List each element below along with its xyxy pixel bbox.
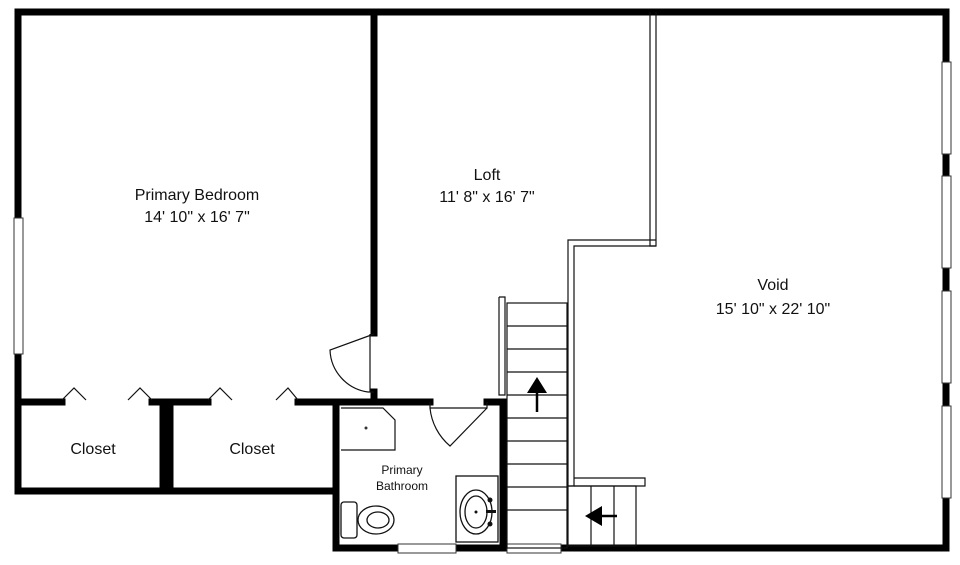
door-bathroom (429, 402, 488, 447)
stair-run-outline (506, 302, 568, 549)
arrow-up-icon (527, 377, 547, 412)
room-dims-primary-bedroom: 14' 10" x 16' 7" (144, 209, 250, 226)
sink-icon (455, 475, 499, 543)
room-name-loft: Loft (474, 167, 501, 184)
room-name-primary-bedroom: Primary Bedroom (135, 187, 259, 204)
staircase (506, 302, 637, 549)
room-dims-void: 15' 10" x 22' 10" (716, 301, 830, 318)
closet-door-2 (127, 387, 153, 401)
stair-rail-left (498, 296, 506, 396)
void-railing-mid (567, 239, 656, 487)
bathroom-fixtures (340, 407, 499, 543)
closet-door-3 (207, 387, 233, 401)
railings (498, 12, 657, 487)
room-name-primary-bathroom-line1: Primary (381, 463, 422, 477)
landing-stair-outline (567, 485, 637, 547)
window-void-right-1 (941, 61, 952, 155)
arrow-left-icon (585, 506, 617, 526)
room-name-primary-bathroom-line2: Bathroom (376, 479, 428, 493)
shower-drain-icon (364, 426, 368, 430)
closet-door-4 (275, 387, 299, 401)
room-name-closet-right: Closet (229, 441, 275, 458)
window-void-right-4 (941, 405, 952, 499)
landing-rail (574, 477, 646, 487)
window-void-right-2 (941, 175, 952, 269)
room-labels: Primary Bedroom 14' 10" x 16' 7" Loft 11… (70, 167, 830, 493)
room-dims-loft: 11' 8" x 16' 7" (439, 189, 534, 206)
doors (61, 333, 488, 447)
walls (14, 8, 950, 552)
window-bedroom-left (13, 217, 24, 355)
exterior-wall (14, 8, 950, 552)
shower-icon (341, 407, 396, 451)
room-name-void: Void (757, 277, 788, 294)
closet-door-1 (61, 387, 87, 401)
door-bedroom (329, 333, 375, 393)
void-railing-top (649, 12, 657, 247)
toilet-icon (340, 501, 395, 539)
window-void-right-3 (941, 290, 952, 384)
room-name-closet-left: Closet (70, 441, 116, 458)
window-bath-bottom (397, 543, 457, 554)
